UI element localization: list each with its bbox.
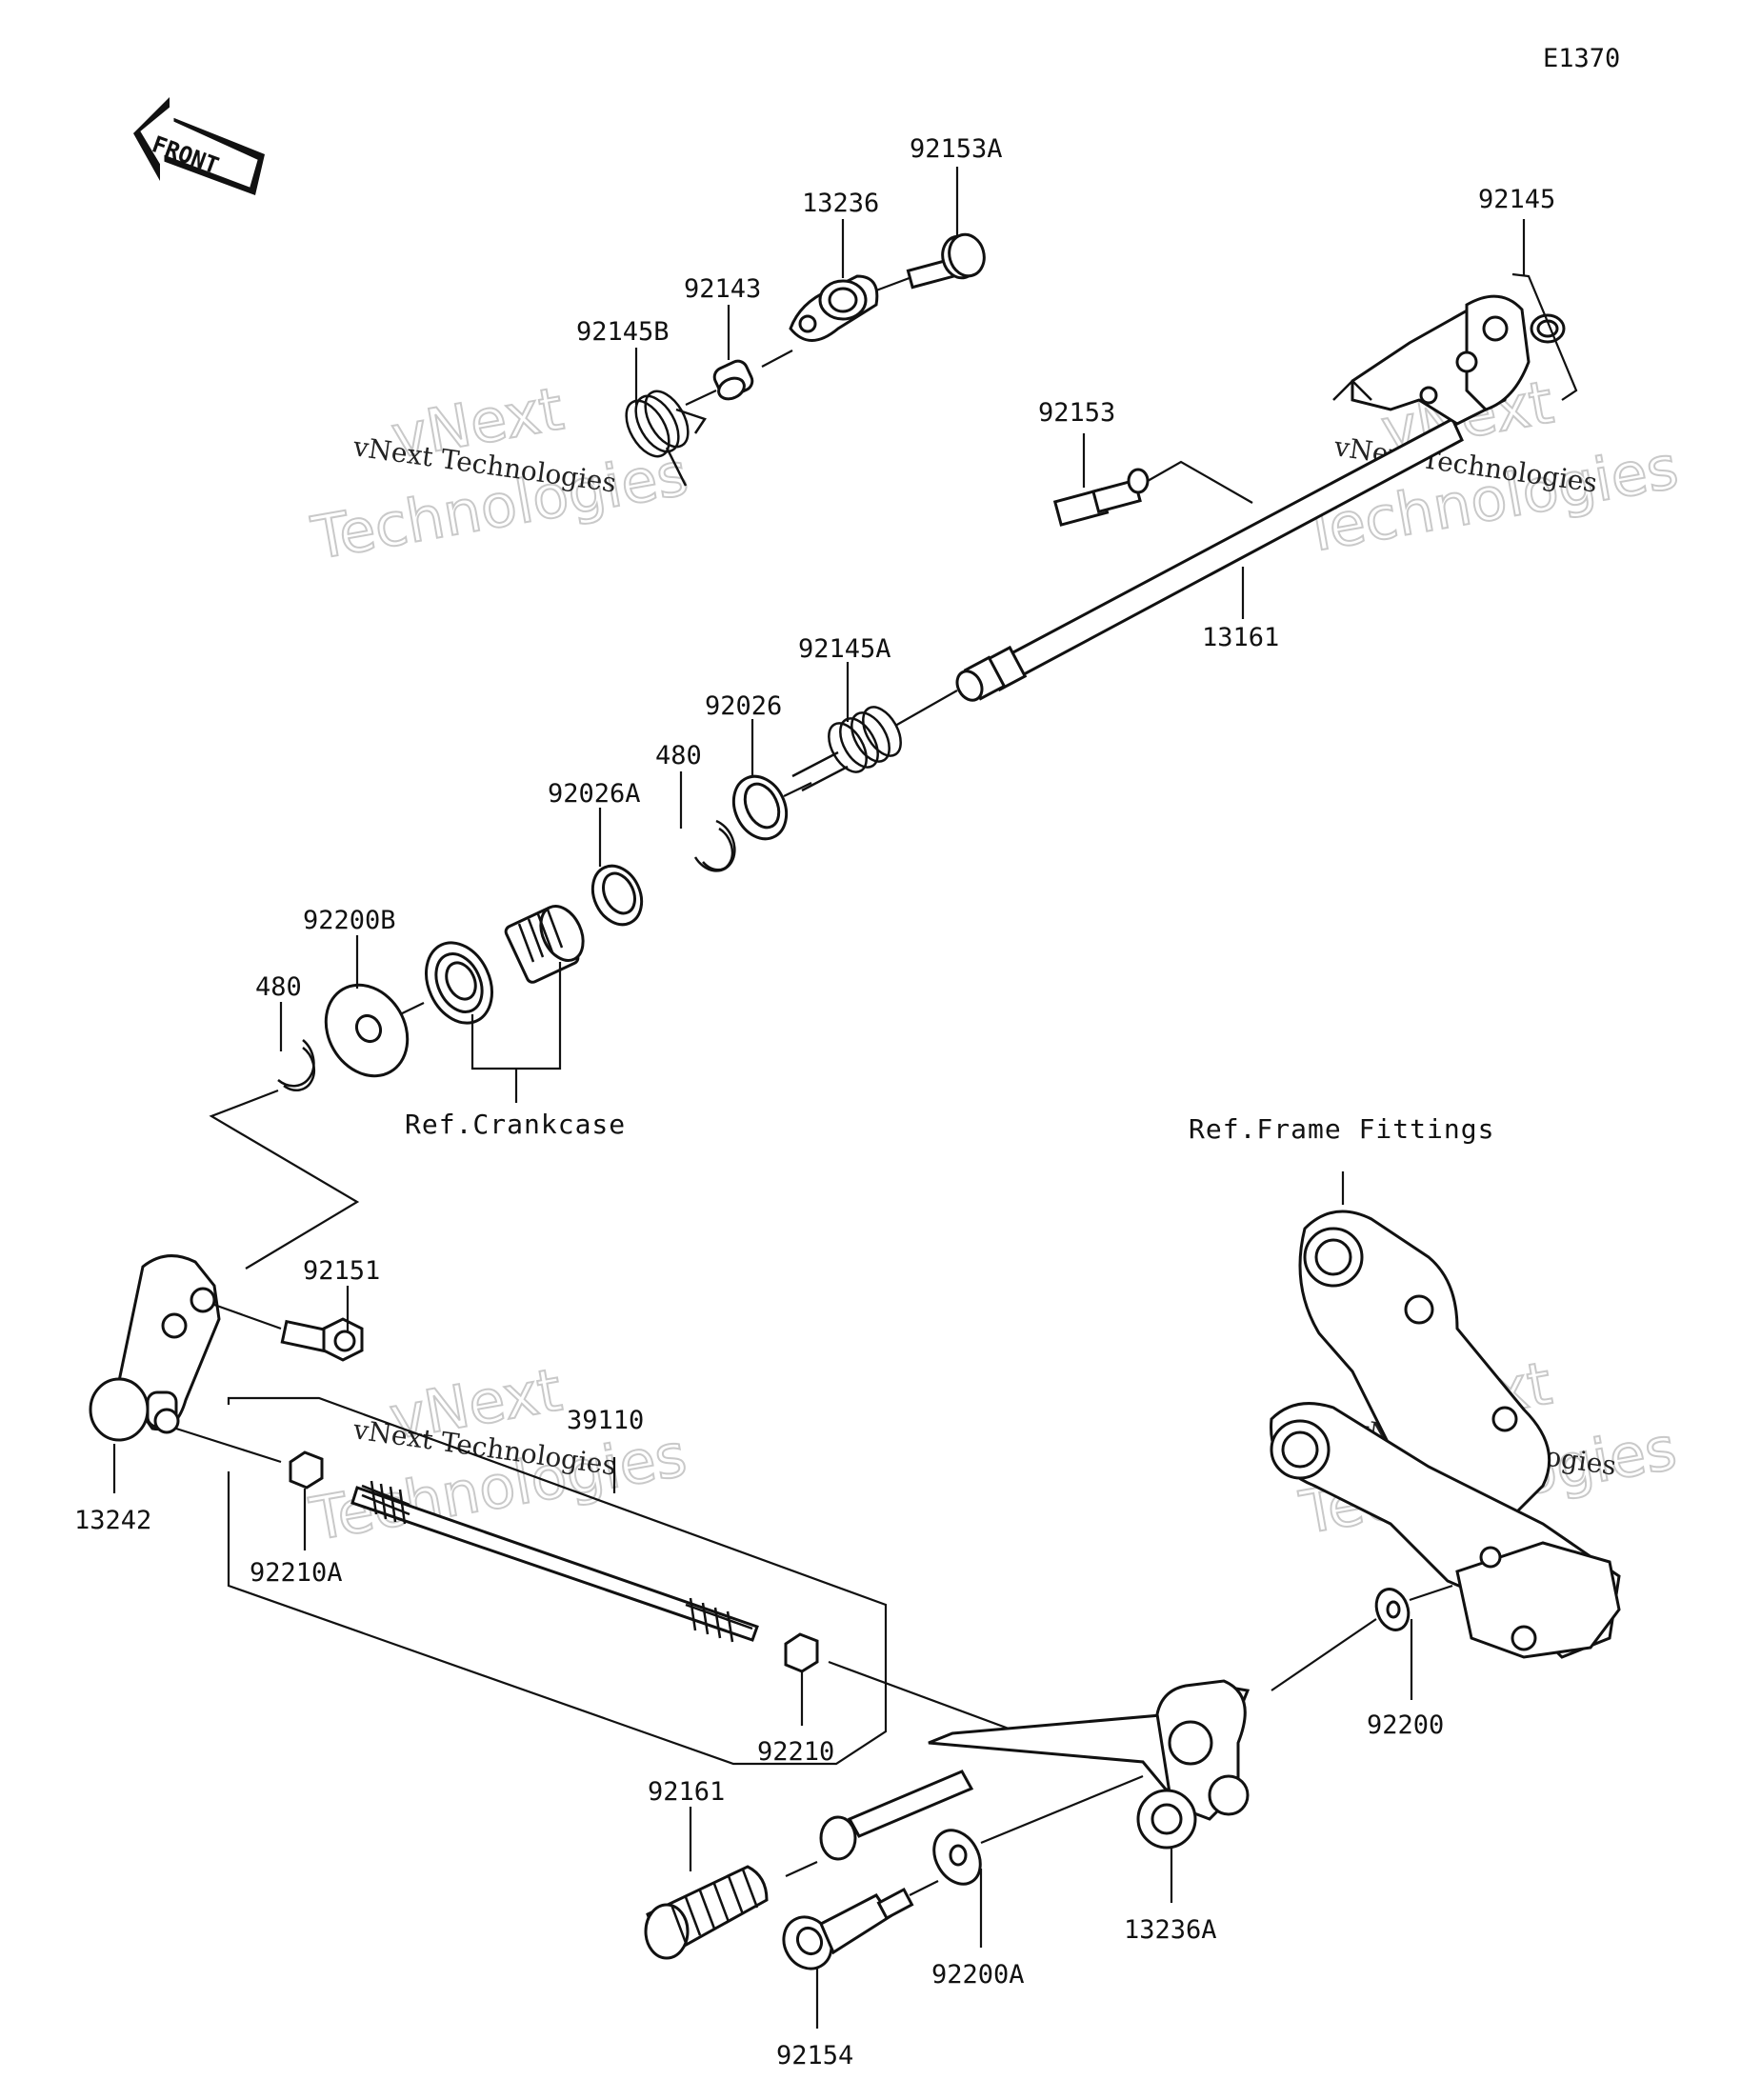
nut-92210a [289, 1450, 324, 1490]
washer-92200 [1374, 1588, 1411, 1631]
shift-pedal [819, 1679, 1251, 1861]
washer-92026 [731, 774, 789, 841]
bolt-92154 [782, 1887, 914, 1970]
part-label-92153a: 92153A [910, 134, 1003, 164]
label-leaders [112, 167, 1526, 2029]
part-label-13242: 13242 [74, 1506, 151, 1535]
bolt-92153a [906, 232, 986, 290]
part-label-39110: 39110 [567, 1406, 644, 1435]
tie-rod-39110 [350, 1480, 759, 1643]
front-arrow-icon: FRONT [133, 97, 265, 195]
part-label-13236a: 13236A [1124, 1915, 1217, 1945]
part-label-92145a: 92145A [798, 634, 891, 664]
pedal-rubber-92161 [644, 1865, 769, 1960]
part-label-92026: 92026 [705, 691, 782, 721]
part-labels: 92153A 13236 92143 92145B 92145 92153 13… [74, 134, 1555, 2070]
circlip-480-lower [277, 1039, 316, 1092]
washer-92026a [590, 864, 644, 927]
plate-13236 [789, 274, 879, 342]
needle-bearing [504, 905, 585, 984]
nut-92210 [784, 1632, 819, 1673]
diagram-code: E1370 [1543, 44, 1620, 73]
part-label-92210: 92210 [757, 1737, 834, 1767]
part-label-92200a: 92200A [931, 1960, 1025, 1990]
part-label-92143: 92143 [684, 274, 761, 304]
stud-92153 [1052, 468, 1150, 527]
part-label-92161: 92161 [648, 1777, 725, 1807]
part-label-92200: 92200 [1367, 1710, 1444, 1740]
ref-frame-fittings-label: Ref.Frame Fittings [1189, 1113, 1494, 1145]
bolt-92151 [280, 1317, 364, 1362]
part-label-480-lower: 480 [255, 972, 302, 1002]
part-label-92153: 92153 [1038, 398, 1115, 428]
spring-92145a [791, 706, 902, 792]
washer-92200a [932, 1829, 982, 1886]
ref-crankcase-label: Ref.Crankcase [405, 1109, 626, 1140]
spring-92145b [625, 390, 707, 487]
part-label-92145b: 92145B [576, 317, 670, 347]
collar-92143 [712, 359, 754, 401]
part-label-92151: 92151 [303, 1256, 380, 1286]
washer-92200b [324, 983, 410, 1078]
part-label-13236: 13236 [802, 189, 879, 218]
shift-shaft-13161 [955, 294, 1531, 702]
part-label-92026a: 92026A [548, 779, 641, 809]
oil-seal [425, 941, 493, 1025]
part-label-92210a: 92210A [250, 1558, 343, 1588]
circlip-480-upper [693, 819, 736, 872]
frame-fitting [1270, 1210, 1621, 1659]
part-label-92154: 92154 [776, 2041, 853, 2070]
part-label-92145: 92145 [1478, 185, 1555, 214]
part-label-92200b: 92200B [303, 906, 396, 935]
part-label-480-upper: 480 [655, 741, 702, 770]
shift-arm-13242 [89, 1254, 221, 1442]
part-label-13161: 13161 [1202, 623, 1279, 652]
